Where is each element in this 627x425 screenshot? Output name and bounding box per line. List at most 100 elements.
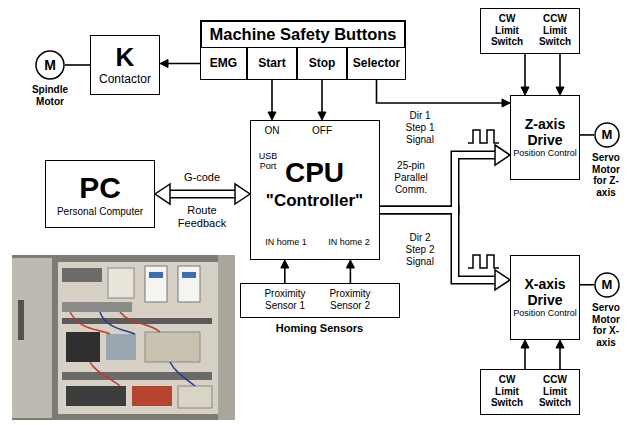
node-text: CW Limit Switch: [487, 13, 527, 48]
node-text: ON: [257, 125, 287, 137]
photo-part: [178, 386, 212, 408]
arrow-hollow: [380, 210, 496, 280]
node-text: X-axis Drive: [513, 276, 577, 308]
edge-label: G-code: [172, 171, 232, 184]
circle-outline: [36, 51, 64, 79]
arrow-head: [521, 340, 529, 348]
connector-arrow: [524, 347, 526, 369]
arrow-head: [318, 112, 326, 120]
node-text: Proximity Sensor 1: [253, 288, 317, 311]
node-text: Personal Computer: [57, 206, 143, 218]
photo-part: [132, 386, 172, 406]
connector-arrow: [169, 190, 236, 199]
connector-arrow: [524, 54, 526, 88]
pulse-symbol: [468, 255, 499, 268]
node-text: "Controller": [251, 191, 378, 211]
limit-switch-box: CW Limit SwitchCCW Limit Switch: [480, 8, 580, 54]
motor-circle: MServo Motor for X-axis: [594, 272, 620, 298]
photo-panel: [58, 262, 218, 414]
photo-drive: [178, 266, 200, 302]
node-text: Contactor: [99, 73, 151, 87]
node-text: Proximity Sensor 2: [318, 288, 382, 311]
connector-arrow: [559, 54, 561, 88]
photo-handle: [18, 300, 24, 340]
button-panel: Machine Safety ButtonsEMGStartStopSelect…: [200, 20, 406, 80]
arrow-head: [495, 270, 510, 290]
node-text: Z-axis Drive: [513, 116, 577, 148]
photo-frame: [218, 255, 235, 420]
connector-arrow: [377, 80, 504, 103]
edge-label: Dir 1 Step 1 Signal: [398, 110, 442, 146]
photo-relay: [66, 386, 126, 406]
node-text: IN home 1: [261, 237, 311, 247]
drive-box: Z-axis DrivePosition Control: [510, 95, 580, 180]
photo-display: [182, 272, 196, 278]
arrow-head: [556, 87, 564, 95]
connector-arrow: [167, 63, 200, 65]
computer-box: PCPersonal Computer: [45, 160, 155, 228]
node-text: Selector: [353, 57, 400, 71]
motor-circle: MSpindle Motor: [35, 50, 65, 80]
motor-circle: MServo Motor for Z-axis: [594, 122, 620, 148]
connector-arrow: [321, 80, 323, 113]
node-text: CCW Limit Switch: [533, 13, 577, 48]
connector-arrow: [380, 210, 496, 280]
node-text: PC: [79, 171, 121, 206]
button-cell: EMG: [200, 47, 247, 80]
arrow-head: [556, 340, 564, 348]
signal-label: 25-pin Parallel Comm.: [384, 160, 438, 196]
photo-module: [106, 334, 136, 360]
arrow-head: [502, 99, 510, 107]
photo-duct: [62, 372, 212, 380]
arrow-hollow: [380, 155, 496, 210]
arrow-head: [268, 112, 276, 120]
node-text: K: [116, 43, 135, 73]
circle-outline: [595, 123, 619, 147]
photo-door: [12, 258, 52, 418]
connector-arrow: [284, 267, 286, 283]
node-text: Position Control: [513, 148, 577, 158]
photo-board: [145, 332, 200, 362]
connector-arrow: [380, 155, 496, 210]
arrow-head: [495, 145, 510, 165]
arrow-head: [521, 87, 529, 95]
pulse-symbol: [468, 130, 499, 143]
photo-background: [12, 255, 235, 420]
connector-arrow: [65, 64, 90, 66]
photo-terminal: [62, 302, 132, 312]
button-cell: Stop: [297, 47, 347, 80]
node-text: Spindle Motor: [27, 84, 73, 107]
node-text: Stop: [309, 57, 336, 71]
connector-arrow: [271, 80, 273, 113]
contactor-box: KContactor: [90, 35, 160, 95]
photo-breakers: [62, 268, 102, 282]
circle-outline: [595, 273, 619, 297]
sensor-box: Proximity Sensor 1Proximity Sensor 2Homi…: [240, 283, 400, 318]
node-text: Start: [258, 57, 285, 71]
node-text: OFF: [307, 125, 337, 137]
arrow-hollow: [169, 191, 236, 197]
node-text: IN home 2: [324, 237, 374, 247]
photo-drive: [145, 266, 167, 302]
photo-duct: [62, 318, 212, 324]
connector-arrow: [350, 267, 352, 283]
arrow-head: [235, 184, 250, 204]
node-text: CW Limit Switch: [487, 374, 527, 409]
node-text: CPU: [251, 157, 378, 189]
photo-wire: [100, 312, 195, 386]
arrow-head: [160, 60, 168, 68]
limit-switch-box: CW Limit SwitchCCW Limit Switch: [480, 369, 580, 415]
button-cell: Selector: [347, 47, 406, 80]
drive-box: X-axis DrivePosition Control: [510, 255, 580, 340]
arrow-head: [346, 260, 354, 268]
node-text: Homing Sensors: [241, 322, 398, 335]
node-text: M: [35, 50, 65, 80]
edge-label: Dir 2 Step 2 Signal: [398, 232, 442, 268]
connector-arrow: [559, 347, 561, 369]
node-text: EMG: [210, 57, 237, 71]
connector-arrow: [580, 134, 594, 136]
node-text: CCW Limit Switch: [533, 374, 577, 409]
node-text: M: [594, 272, 620, 298]
cabinet-photo: [12, 255, 235, 420]
